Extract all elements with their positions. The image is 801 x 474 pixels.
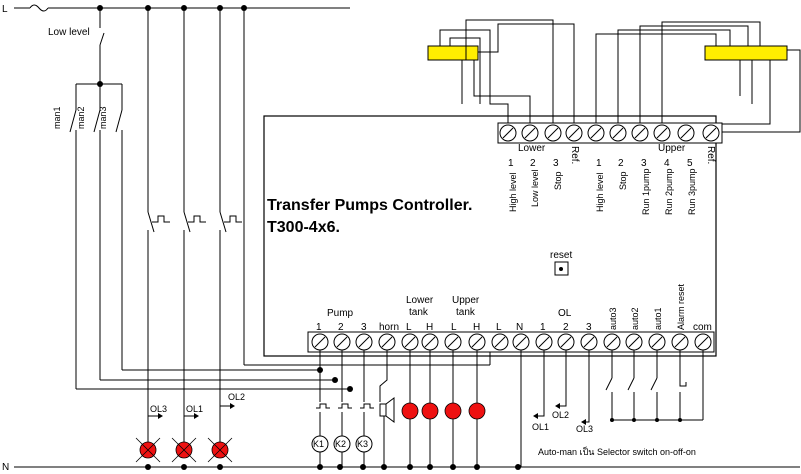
- auto-label: auto2: [630, 307, 640, 330]
- man-switch-label: man2: [76, 106, 86, 129]
- com-label: com: [693, 322, 712, 333]
- low-level-label: Low level: [48, 27, 90, 38]
- lower-group-label: Lower: [518, 143, 546, 154]
- power-letter: N: [516, 322, 523, 333]
- level-letter: L: [406, 322, 412, 333]
- overload-label: OL1: [186, 404, 203, 414]
- neutral-rail-label: N: [2, 462, 9, 473]
- power-letter: L: [496, 322, 502, 333]
- ol-terminal-number: 1: [540, 322, 546, 333]
- ol-terminal-number: 3: [586, 322, 592, 333]
- level-letter: H: [473, 322, 480, 333]
- ol-output-label: OL1: [532, 422, 549, 432]
- ol-terminal-number: 2: [563, 322, 569, 333]
- overload-label: OL2: [228, 392, 245, 402]
- contactor-label: K1: [313, 439, 324, 449]
- reset-label: reset: [550, 250, 572, 261]
- lower-terminal-number: 3: [553, 158, 559, 169]
- lower-terminal-number: 1: [508, 158, 514, 169]
- contactor-label: K3: [357, 439, 368, 449]
- upper-terminal-number: 1: [596, 158, 602, 169]
- footnote: Auto-man เป็น Selector switch on-off-on: [538, 445, 696, 457]
- upper-function-label: Run 2pump: [664, 168, 674, 215]
- man-switch-label: man3: [98, 106, 108, 129]
- upper-function-label: Run 3pump: [687, 168, 697, 215]
- lower-function-label: Low level: [530, 169, 540, 207]
- overload-label: OL3: [150, 404, 167, 414]
- lower-tank-label: tank: [409, 307, 429, 318]
- upper-group-label: Upper: [658, 143, 686, 154]
- lower-ref-label: Ref.: [569, 146, 580, 164]
- upper-tank-label: Upper: [452, 295, 480, 306]
- pump-terminal-number: 1: [316, 322, 322, 333]
- auto-label: auto3: [608, 307, 618, 330]
- lower-function-label: Stop: [553, 171, 563, 190]
- controller-model: T300-4x6.: [267, 219, 340, 236]
- upper-terminal-number: 3: [641, 158, 647, 169]
- upper-terminal-number: 2: [618, 158, 624, 169]
- ol-output-label: OL3: [576, 424, 593, 434]
- lower-terminal-number: 2: [530, 158, 536, 169]
- upper-ref-label: Ref.: [705, 146, 716, 164]
- controller-title: Transfer Pumps Controller.: [267, 197, 472, 214]
- ol-label: OL: [558, 308, 572, 319]
- pump-terminal-number: 3: [361, 322, 367, 333]
- upper-function-label: Run 1pump: [641, 168, 651, 215]
- ol-output-label: OL2: [552, 410, 569, 420]
- lower-function-label: High level: [508, 172, 518, 212]
- auto-label: auto1: [653, 307, 663, 330]
- upper-terminal-number: 4: [664, 158, 670, 169]
- level-letter: L: [451, 322, 457, 333]
- upper-terminal-number: 5: [687, 158, 693, 169]
- man-switch-label: man1: [52, 106, 62, 129]
- contactor-label: K2: [335, 439, 346, 449]
- upper-tank-label: tank: [456, 307, 476, 318]
- horn-label: horn: [379, 322, 399, 333]
- upper-function-label: High level: [595, 172, 605, 212]
- line-rail-label: L: [2, 4, 8, 15]
- pump-terminal-number: 2: [338, 322, 344, 333]
- lower-tank-label: Lower: [406, 295, 434, 306]
- upper-function-label: Stop: [618, 171, 628, 190]
- alarm-reset-label: Alarm reset: [676, 283, 686, 330]
- pump-label: Pump: [327, 308, 354, 319]
- level-letter: H: [426, 322, 433, 333]
